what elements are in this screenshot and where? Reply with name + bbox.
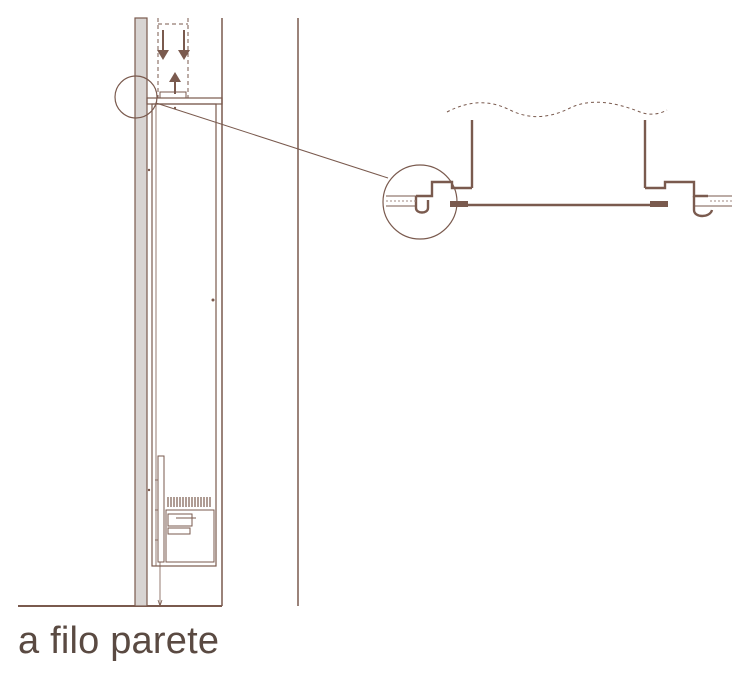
down-arrow-icon <box>157 30 169 60</box>
detail-circle <box>382 164 458 240</box>
cabinet-body <box>151 103 217 567</box>
control-block-small <box>167 527 191 535</box>
duct-collar <box>159 91 187 99</box>
magnifier-circle-icon <box>114 75 158 119</box>
detail-leader-line <box>155 102 389 179</box>
caption: a filo parete <box>18 620 220 662</box>
detail-profile-left <box>414 120 668 214</box>
wavy-dashed-line <box>446 101 668 118</box>
wall <box>134 17 148 607</box>
plaster-layer-left <box>386 195 416 207</box>
control-block <box>167 513 193 527</box>
side-rail <box>157 455 165 563</box>
vent-grille <box>167 497 211 507</box>
up-arrow-icon <box>169 72 181 94</box>
base-unit <box>165 509 215 563</box>
down-arrow-icon <box>178 30 190 60</box>
plaster-layer-right <box>694 195 732 207</box>
cabinet-top-cap <box>146 97 223 105</box>
detail-profile-right <box>643 120 714 218</box>
